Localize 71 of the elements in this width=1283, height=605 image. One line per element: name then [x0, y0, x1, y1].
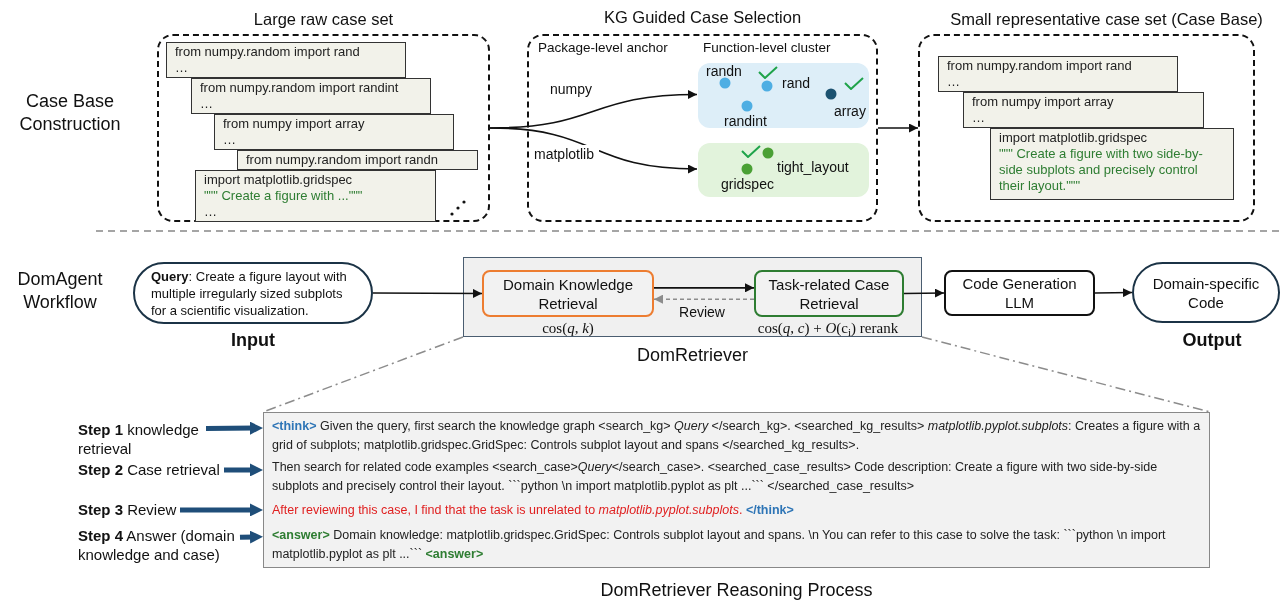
step-label: Step 3 Review: [78, 500, 177, 519]
code-card: [195, 170, 436, 222]
block-arrow: [239, 530, 263, 544]
code-line: from numpy.random import randn: [246, 152, 439, 168]
code-card: [191, 78, 431, 114]
reasoning-text: Then search for related code examples <search_case>Query</search_case>. <searched_case_results> Code description: Create a figure with two side-by-side subplots and precisely control their layout. ```python \n import matplotlib.pyplot as plt ...``` </searched_case_results>: [272, 459, 1159, 495]
section-title: DomRetriever: [636, 343, 749, 367]
code-card: [963, 92, 1204, 128]
code-card: [990, 128, 1234, 200]
section-label: DomAgent Workflow: [16, 268, 104, 314]
code-line: …: [223, 132, 237, 148]
step-label: Step 2 Case retrieval: [78, 460, 220, 479]
node-text: Domain-specific Code: [1151, 273, 1261, 312]
step-label: Step 1 knowledge retrieval: [78, 420, 200, 458]
code-line: from numpy.random import rand: [175, 44, 361, 60]
reasoning-text: <answer> Domain knowledge: matplotlib.gridspec.GridSpec: Controls subplot layout and spans. \n You can refer to this case to solve the task: ```python \n import matplotlib.pyplot as plt ...``` <answer>: [272, 527, 1167, 563]
code-line: from numpy.random import randint: [200, 80, 400, 96]
arrow: [372, 288, 483, 298]
code-card: [166, 42, 406, 78]
io-label: Input: [230, 329, 276, 352]
block-arrow: [180, 503, 263, 517]
arrow: [489, 127, 698, 174]
section-title: KG Guided Case Selection: [602, 6, 803, 28]
code-line: …: [972, 110, 986, 126]
code-card: [214, 114, 454, 150]
arrow: [903, 288, 945, 298]
cluster-area: [698, 143, 869, 197]
section-label: Function-level cluster: [703, 40, 832, 57]
step-label: Step 4 Answer (domain knowledge and case): [78, 526, 236, 564]
code-line: …: [947, 74, 961, 90]
function-label: randint: [724, 113, 767, 129]
function-label: gridspec: [721, 176, 774, 192]
function-label: rand: [782, 75, 811, 91]
section-title: DomRetriever Reasoning Process: [599, 578, 874, 602]
code-line: """ Create a figure with two side-by-side subplots and precisely control their layout.""": [999, 146, 1204, 194]
node-text: Query: Create a figure layout with multiple irregularly sized subplots for a scientific visualization.: [151, 267, 348, 319]
section-label: Package-level anchor: [538, 40, 669, 57]
node-text: Code Generation LLM: [961, 274, 1078, 312]
code-line: from numpy import array: [972, 94, 1115, 110]
arrow: [653, 283, 755, 293]
formula-text: cos(q, c) + O(c$_{i}$) rerank: [756, 319, 900, 337]
arrow: [1094, 288, 1133, 298]
section-title: Small representative case set (Case Base): [949, 8, 1264, 30]
io-label: Output: [1181, 329, 1243, 352]
reasoning-text: After reviewing this case, I find that the task is unrelated to matplotlib.pyplot.subplots. </think>: [272, 502, 795, 519]
arrow: [653, 294, 755, 304]
function-label: randn: [706, 63, 742, 79]
code-line: from numpy import array: [223, 116, 366, 132]
code-line: …: [204, 204, 218, 220]
zoom-line: [921, 336, 1211, 413]
node-text: Task-related Case Retrieval: [767, 274, 891, 313]
function-label: array: [834, 103, 866, 119]
code-card: [938, 56, 1178, 92]
node-text: Domain Knowledge Retrieval: [501, 274, 635, 313]
formula-text: cos(q, k): [541, 319, 595, 337]
block-arrow: [206, 421, 263, 435]
code-line: import matplotlib.gridspec: [204, 172, 354, 188]
reasoning-text: <think> Given the query, first search the knowledge graph <search_kg> Query </search_kg>. <searched_kg_results> matplotlib.pyplot.subplots: Creates a figure with a grid of subplots; matplotlib.gridspec.GridSpec: Controls subplot layout and spans </searched_kg_results>.: [272, 418, 1202, 454]
code-line: …: [175, 60, 189, 76]
code-line: """ Create a figure with ...""": [204, 188, 364, 204]
code-line: …: [200, 96, 214, 112]
arrow: [877, 123, 919, 133]
process-box: [944, 270, 1095, 316]
cluster-area: [698, 63, 869, 128]
section-title: Large raw case set: [252, 8, 395, 30]
block-arrow: [224, 463, 263, 477]
code-line: import matplotlib.gridspec: [999, 130, 1149, 146]
code-card: [237, 150, 478, 170]
function-label: tight_layout: [777, 159, 849, 175]
section-label: Case Base Construction: [18, 90, 122, 136]
code-line: from numpy.random import rand: [947, 58, 1133, 74]
